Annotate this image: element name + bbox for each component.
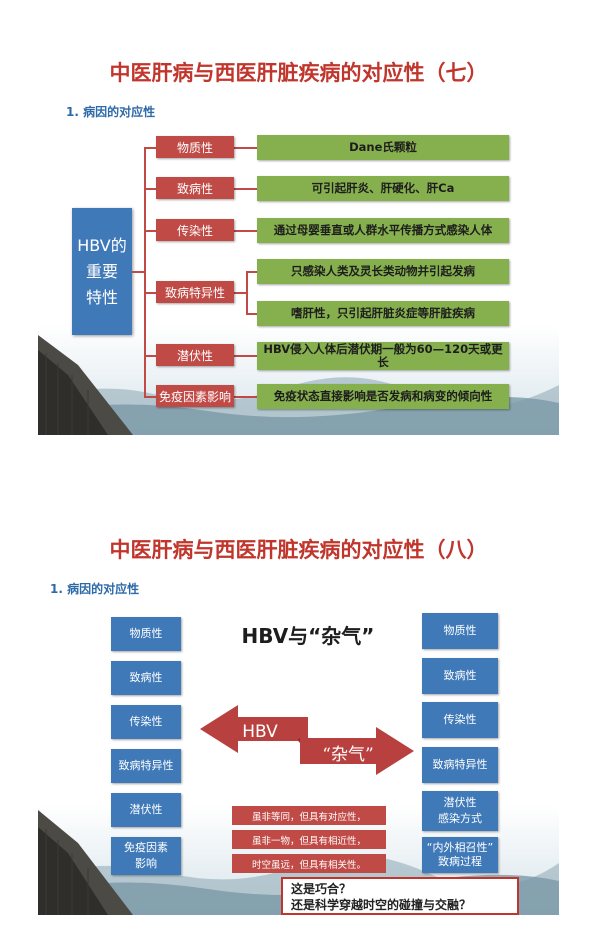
property-label-immunity: 免疫因素影响 — [156, 385, 234, 407]
connector-line — [234, 230, 257, 232]
comparison-note: 虽非等同，但具有对应性， — [232, 806, 386, 825]
property-description: 通过母婴垂直或人群水平传播方式感染人体 — [257, 218, 509, 243]
zaqi-property: 致病特异性 — [422, 747, 498, 783]
hbv-property: 传染性 — [111, 705, 181, 739]
connector-line — [144, 188, 156, 190]
connector-line — [144, 147, 156, 149]
zaqi-property-line: 潜伏性 — [443, 796, 477, 809]
double-arrow-icon — [200, 705, 414, 775]
slide-title: 中医肝病与西医肝脏疾病的对应性（七） — [109, 61, 488, 85]
hbv-property: 物质性 — [111, 617, 181, 651]
property-description: 免疫状态直接影响是否发病和病变的倾向性 — [257, 384, 509, 409]
arrow-left-label: HBV — [242, 722, 278, 742]
hbv-property: 致病特异性 — [111, 749, 181, 783]
property-description: HBV侵入人体后潜伏期一般为60—120天或更长 — [257, 342, 509, 370]
zaqi-property-line: 致病过程 — [438, 855, 482, 868]
connector-line — [144, 147, 146, 396]
zaqi-property: 潜伏性 感染方式 — [422, 791, 498, 831]
connector-line — [246, 271, 248, 314]
property-label-substance: 物质性 — [156, 136, 234, 158]
hbv-property: 潜伏性 — [111, 793, 181, 827]
zaqi-property: 物质性 — [422, 613, 498, 649]
connector-line — [234, 188, 257, 190]
connector-line — [144, 396, 156, 398]
zaqi-property-line: “内外相召性” — [426, 841, 494, 854]
zaqi-property: 传染性 — [422, 702, 498, 738]
center-label-line3: 特性 — [85, 287, 118, 307]
connector-line — [144, 355, 156, 357]
center-label-line1: HBV的 — [77, 235, 127, 255]
hbv-properties-box: HBV的 重要 特性 — [72, 208, 132, 335]
hbv-property-line: 免疫因素 — [124, 841, 168, 854]
connector-line — [246, 313, 257, 315]
property-description: 只感染人类及灵长类动物并引起发病 — [257, 259, 509, 284]
callout-line2: 还是科学穿越时空的碰撞与交融？ — [291, 898, 472, 912]
zaqi-property-line: 感染方式 — [438, 812, 482, 825]
comparison-heading: HBV与“杂气” — [241, 624, 375, 648]
zaqi-property: 致病性 — [422, 658, 498, 694]
comparison-note: 时空虽远，但具有相关性。 — [232, 854, 386, 873]
property-label-pathogenicity: 致病性 — [156, 177, 234, 199]
connector-line — [144, 292, 156, 294]
property-description: 嗜肝性，只引起肝脏炎症等肝脏疾病 — [257, 301, 509, 326]
connector-line — [234, 147, 257, 149]
property-label-specificity: 致病特异性 — [156, 281, 234, 303]
connector-line — [144, 230, 156, 232]
zaqi-property: “内外相召性” 致病过程 — [422, 837, 498, 873]
slide-seven: 中医肝病与西医肝脏疾病的对应性（七） 1. 病因的对应性 HBV的 重要 特性 … — [38, 43, 559, 435]
hbv-property-line: 影响 — [135, 857, 157, 870]
connector-line — [234, 355, 257, 357]
section-subtitle: 1. 病因的对应性 — [66, 105, 156, 119]
conclusion-callout: 这是巧合？ 还是科学穿越时空的碰撞与交融？ — [281, 877, 519, 915]
slide-eight: 中医肝病与西医肝脏疾病的对应性（八） 1. 病因的对应性 HBV与“杂气” 物质… — [38, 520, 559, 915]
property-description: 可引起肝炎、肝硬化、肝Ca — [257, 176, 509, 201]
hbv-property: 致病性 — [111, 661, 181, 695]
callout-line1: 这是巧合？ — [291, 882, 352, 896]
property-description: Dane氏颗粒 — [257, 135, 509, 160]
hbv-property: 免疫因素 影响 — [111, 837, 181, 875]
section-subtitle: 1. 病因的对应性 — [50, 582, 140, 596]
arrow-right-label: “杂气” — [322, 745, 374, 765]
connector-line — [132, 271, 144, 273]
connector-line — [246, 271, 257, 273]
slide-title: 中医肝病与西医肝脏疾病的对应性（八） — [109, 538, 488, 562]
connector-line — [234, 396, 257, 398]
connector-line — [234, 292, 246, 294]
property-label-latency: 潜伏性 — [156, 344, 234, 366]
property-label-infectivity: 传染性 — [156, 219, 234, 241]
center-label-line2: 重要 — [85, 261, 118, 281]
comparison-note: 虽非一物，但具有相近性， — [232, 830, 386, 849]
